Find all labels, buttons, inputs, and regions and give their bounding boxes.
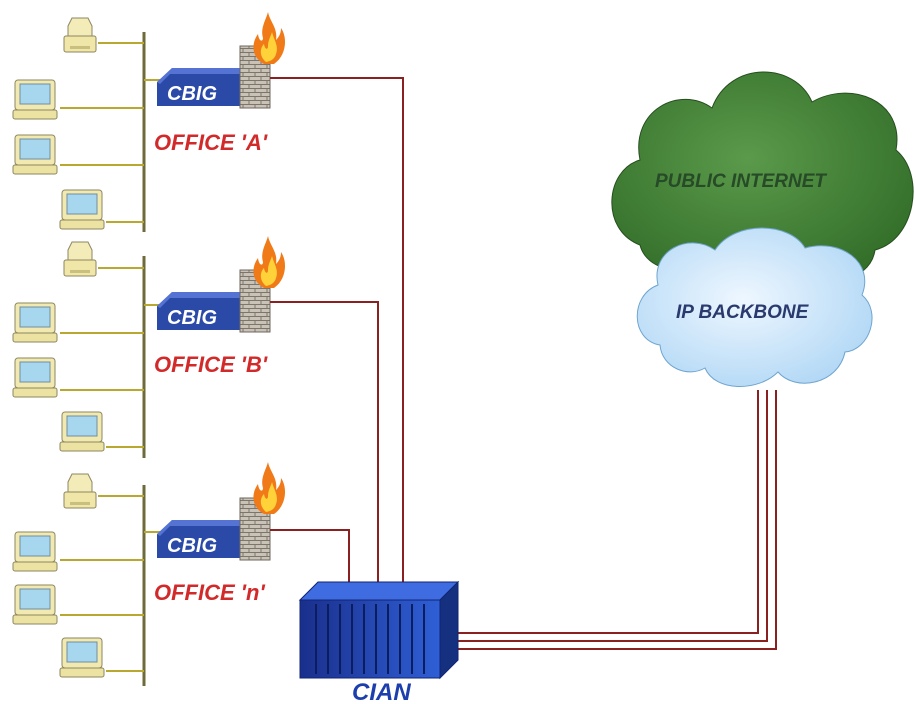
- office-group-n: CBIG OFFICE 'n': [12, 462, 286, 686]
- printer-icon: [63, 241, 97, 277]
- flame-icon: [253, 236, 286, 288]
- backbone-links: [448, 390, 777, 650]
- office-group-b: CBIG OFFICE 'B': [12, 236, 286, 458]
- office-label: OFFICE 'A': [154, 130, 268, 155]
- cian-label: CIAN: [352, 679, 411, 704]
- link-office-a: [270, 77, 404, 585]
- public-internet-label: PUBLIC INTERNET: [655, 171, 827, 192]
- link-cian-backbone-2: [448, 390, 768, 642]
- link-office-n: [270, 529, 350, 585]
- monitor-icon: [59, 189, 105, 230]
- monitor-icon: [12, 134, 58, 175]
- gateway-box: [157, 68, 250, 106]
- monitor-icon: [12, 531, 58, 572]
- flame-icon: [253, 462, 286, 514]
- gateway-box: [157, 520, 250, 558]
- monitor-icon: [12, 584, 58, 625]
- public-internet-cloud: PUBLIC INTERNET: [611, 71, 914, 289]
- monitor-icon: [59, 637, 105, 678]
- monitor-icon: [12, 79, 58, 120]
- office-links: [270, 77, 404, 585]
- link-office-b: [270, 301, 379, 585]
- link-cian-backbone-3: [448, 390, 777, 650]
- flame-icon: [253, 12, 286, 64]
- gateway-box: [157, 292, 250, 330]
- monitor-icon: [12, 302, 58, 343]
- gateway-label: CBIG: [167, 83, 217, 105]
- link-cian-backbone-1: [448, 390, 759, 634]
- cian-chassis: [298, 580, 460, 680]
- monitor-icon: [12, 357, 58, 398]
- office-label: OFFICE 'B': [154, 352, 268, 377]
- ip-backbone-label: IP BACKBONE: [676, 302, 810, 323]
- gateway-label: CBIG: [167, 535, 217, 557]
- ip-backbone-cloud: IP BACKBONE: [636, 227, 873, 387]
- office-group-a: CBIG OFFICE 'A': [12, 12, 286, 232]
- office-label: OFFICE 'n': [154, 580, 265, 605]
- gateway-label: CBIG: [167, 307, 217, 329]
- printer-icon: [63, 473, 97, 509]
- monitor-icon: [59, 411, 105, 452]
- printer-icon: [63, 17, 97, 53]
